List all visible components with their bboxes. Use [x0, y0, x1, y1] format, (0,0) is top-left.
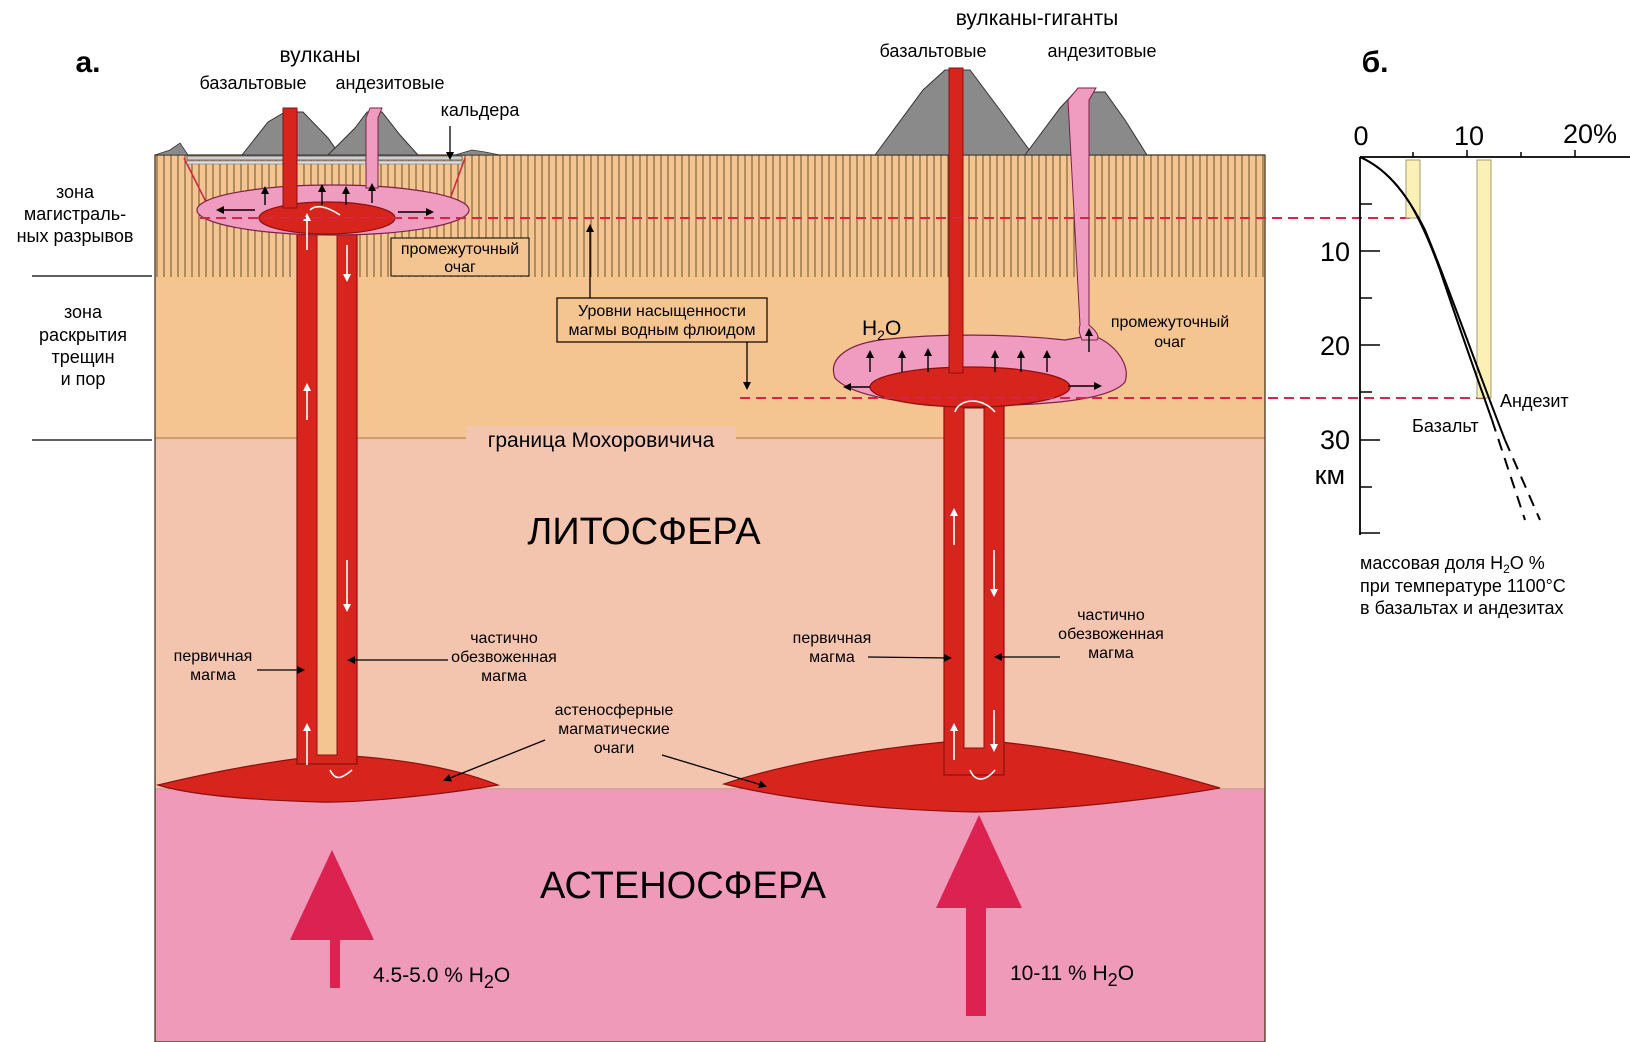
left-intermediate-line2: очаг: [444, 259, 476, 276]
svg-text:очаг: очаг: [1154, 334, 1186, 351]
moho-label: граница Мохоровичича: [488, 429, 715, 452]
x-tick-20: 20%: [1563, 119, 1617, 149]
svg-text:магистраль-: магистраль-: [24, 204, 126, 224]
svg-text:магмы водным флюидом: магмы водным флюидом: [569, 322, 756, 339]
saturation-line1: Уровни насыщенности: [578, 303, 746, 320]
andesite-solubility-band: [1477, 160, 1491, 398]
left-basalt-vent: [283, 108, 297, 208]
y-tick-marks: [1360, 204, 1380, 533]
svg-text:и пор: и пор: [61, 369, 106, 389]
svg-text:первичная: первичная: [174, 648, 253, 665]
svg-text:Уровни насыщенности: Уровни насыщенности: [578, 303, 746, 320]
svg-text:зона: зона: [64, 302, 103, 322]
svg-text:ных разрывов: ных разрывов: [17, 226, 134, 246]
left-primary-line2: магма: [190, 667, 236, 684]
zone-faults-line1: зона: [56, 182, 95, 202]
zone-labels: зона магистраль- ных разрывов зона раскр…: [17, 182, 134, 389]
right-dehydrated-line1: частично: [1077, 607, 1145, 624]
caption-line3: в базальтах и андезитах: [1360, 598, 1564, 618]
svg-text:очаг: очаг: [444, 259, 476, 276]
svg-text:промежуточный: промежуточный: [1111, 314, 1229, 331]
panel-b-letter: б.: [1362, 46, 1389, 79]
svg-text:магма: магма: [809, 649, 855, 666]
caption-line1: массовая доля H2O %: [1360, 553, 1545, 576]
x-tick-10: 10: [1454, 121, 1484, 151]
left-dehydrated-line2: обезвоженная: [451, 649, 557, 666]
panel-b-graph: б. 0 10 20% 10 20 30 км: [1315, 46, 1630, 618]
right-dehydrated-line2: обезвоженная: [1058, 626, 1164, 643]
panel-a-letter: а.: [75, 46, 100, 79]
asth-chambers-line1: астеносферные: [555, 702, 674, 719]
left-andesite-label: андезитовые: [336, 73, 445, 93]
y-tick-20: 20: [1320, 331, 1350, 361]
basalt-curve-label: Базальт: [1412, 416, 1479, 436]
caldera-label: кальдера: [441, 100, 521, 120]
left-intermediate-line1: промежуточный: [401, 241, 519, 258]
zone-cracks-line1: зона: [64, 302, 103, 322]
giant-basalt-vent: [949, 68, 963, 373]
andesite-curve-label: Андезит: [1500, 391, 1569, 411]
svg-text:зона: зона: [56, 182, 95, 202]
left-intermediate-chamber-basalt: [259, 202, 395, 234]
zone-cracks-line2: раскрытия: [39, 325, 127, 345]
svg-text:трещин: трещин: [51, 347, 114, 367]
asth-chambers-line3: очаги: [594, 740, 635, 757]
right-intermediate-line1: промежуточный: [1111, 314, 1229, 331]
asthenosphere-label: АСТЕНОСФЕРА: [540, 865, 827, 907]
giant-basalt-label: базальтовые: [879, 41, 986, 61]
giant-volcanoes-title: вулканы-гиганты: [956, 7, 1119, 30]
zone-cracks-line4: и пор: [61, 369, 106, 389]
svg-text:обезвоженная: обезвоженная: [451, 649, 557, 666]
x-tick-marks: [1413, 150, 1575, 157]
caption-line2: при температуре 1100°C: [1360, 576, 1566, 596]
left-dehydrated-line1: частично: [470, 630, 538, 647]
svg-text:частично: частично: [1077, 607, 1145, 624]
left-dehydrated-line3: магма: [481, 668, 527, 685]
zone-faults-line2: магистраль-: [24, 204, 126, 224]
svg-text:магма: магма: [481, 668, 527, 685]
right-intermediate-line2: очаг: [1154, 334, 1186, 351]
y-unit: км: [1315, 460, 1345, 490]
y-tick-10: 10: [1320, 237, 1350, 267]
svg-text:магма: магма: [190, 667, 236, 684]
svg-text:очаги: очаги: [594, 740, 635, 757]
svg-text:частично: частично: [470, 630, 538, 647]
svg-text:магматические: магматические: [558, 721, 670, 738]
zone-cracks-line3: трещин: [51, 347, 114, 367]
left-magma-conduit: [297, 222, 357, 764]
svg-text:раскрытия: раскрытия: [39, 325, 127, 345]
right-magma-conduit: [944, 395, 1004, 775]
left-volcanoes-title: вулканы: [279, 44, 360, 67]
right-primary-line1: первичная: [793, 630, 872, 647]
svg-text:первичная: первичная: [793, 630, 872, 647]
basalt-curve: [1360, 157, 1492, 420]
giant-andesite-label: андезитовые: [1048, 41, 1157, 61]
svg-text:обезвоженная: обезвоженная: [1058, 626, 1164, 643]
andesite-curve-extrapolated: [1505, 440, 1540, 520]
x-tick-0: 0: [1353, 121, 1368, 151]
y-tick-30: 30: [1320, 425, 1350, 455]
svg-text:астеносферные: астеносферные: [555, 702, 674, 719]
svg-text:магма: магма: [1088, 645, 1134, 662]
left-primary-line1: первичная: [174, 648, 253, 665]
lithosphere-label: ЛИТОСФЕРА: [527, 511, 761, 553]
right-primary-line2: магма: [809, 649, 855, 666]
asth-chambers-line2: магматические: [558, 721, 670, 738]
left-basalt-label: базальтовые: [199, 73, 306, 93]
saturation-line2: магмы водным флюидом: [569, 322, 756, 339]
right-dehydrated-line3: магма: [1088, 645, 1134, 662]
zone-faults-line3: ных разрывов: [17, 226, 134, 246]
basalt-curve-extrapolated: [1492, 420, 1525, 520]
svg-text:промежуточный: промежуточный: [401, 241, 519, 258]
